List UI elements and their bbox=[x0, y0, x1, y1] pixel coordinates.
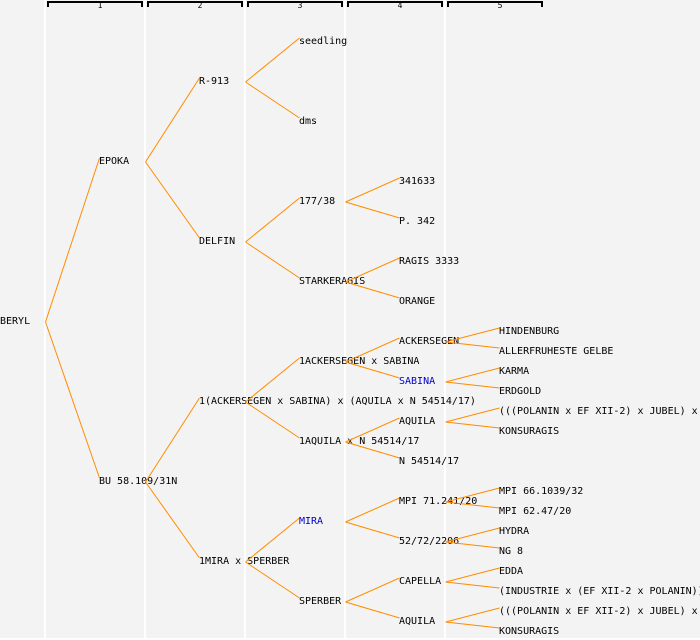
generation-label: 4 bbox=[397, 1, 403, 10]
parent-edge bbox=[445, 621, 500, 629]
parent-edge bbox=[345, 497, 400, 523]
ancestor-node[interactable]: EPOKA bbox=[99, 156, 130, 167]
parent-edge bbox=[245, 197, 300, 243]
ancestor-node[interactable]: ERDGOLD bbox=[499, 386, 542, 397]
ancestor-node[interactable]: AQUILA bbox=[399, 416, 436, 427]
ancestor-node[interactable]: dms bbox=[299, 116, 318, 127]
parent-edge bbox=[445, 421, 500, 429]
ancestor-node[interactable]: BU 58.109/31N bbox=[99, 476, 178, 487]
parent-edge bbox=[245, 81, 300, 119]
generation-header-4 bbox=[347, 1, 443, 7]
ancestor-node[interactable]: KONSURAGIS bbox=[499, 626, 560, 637]
root-node[interactable]: BERYL bbox=[0, 316, 31, 327]
ancestor-node[interactable]: MIRA bbox=[299, 516, 324, 527]
ancestor-node[interactable]: KARMA bbox=[499, 366, 530, 377]
generation-label: 1 bbox=[97, 1, 103, 10]
ancestor-node[interactable]: (INDUSTRIE x (EF XII-2 x POLANIN)) bbox=[499, 586, 700, 597]
parent-edge bbox=[345, 177, 400, 203]
ancestor-node[interactable]: DELFIN bbox=[199, 236, 236, 247]
ancestor-node[interactable]: ALLERFRUHESTE GELBE bbox=[499, 346, 614, 357]
column-separator bbox=[244, 0, 246, 638]
parent-edge bbox=[145, 397, 200, 483]
generation-header-2 bbox=[147, 1, 243, 7]
parent-edge bbox=[445, 367, 500, 383]
generation-header-3 bbox=[247, 1, 343, 7]
parent-edge bbox=[345, 577, 400, 603]
ancestor-node[interactable]: HYDRA bbox=[499, 526, 530, 537]
ancestor-node[interactable]: 1MIRA x SPERBER bbox=[199, 556, 290, 567]
parent-edge bbox=[445, 567, 500, 583]
column-separator bbox=[44, 0, 46, 638]
ancestor-node[interactable]: 52/72/2206 bbox=[399, 536, 460, 547]
ancestor-node[interactable]: SABINA bbox=[399, 376, 436, 387]
ancestor-node[interactable]: 341633 bbox=[399, 176, 436, 187]
ancestor-node[interactable]: R-913 bbox=[199, 76, 230, 87]
parent-edge bbox=[245, 241, 300, 279]
ancestor-node[interactable]: 177/38 bbox=[299, 196, 336, 207]
parent-edge bbox=[145, 481, 200, 559]
ancestor-node[interactable]: EDDA bbox=[499, 566, 524, 577]
parent-edge bbox=[445, 581, 500, 589]
parent-edge bbox=[145, 161, 200, 239]
parent-edge bbox=[445, 381, 500, 389]
parent-edge bbox=[445, 407, 500, 423]
parent-edge bbox=[145, 77, 200, 163]
generation-label: 3 bbox=[297, 1, 303, 10]
generation-label: 5 bbox=[497, 1, 503, 10]
generation-label: 2 bbox=[197, 1, 203, 10]
ancestor-node[interactable]: (((POLANIN x EF XII-2) x JUBEL) x bbox=[499, 406, 698, 417]
ancestor-node[interactable]: HINDENBURG bbox=[499, 326, 560, 337]
column-separator bbox=[444, 0, 446, 638]
parent-edge bbox=[345, 521, 400, 539]
ancestor-node[interactable]: ACKERSEGEN bbox=[399, 336, 460, 347]
ancestor-node[interactable]: (((POLANIN x EF XII-2) x JUBEL) x bbox=[499, 606, 698, 617]
ancestor-node[interactable]: RAGIS 3333 bbox=[399, 256, 460, 267]
ancestor-node[interactable]: ORANGE bbox=[399, 296, 436, 307]
column-separator bbox=[144, 0, 146, 638]
parent-edge bbox=[45, 157, 100, 323]
ancestor-node[interactable]: 1(ACKERSEGEN x SABINA) x (AQUILA x N 545… bbox=[199, 396, 476, 407]
ancestor-node[interactable]: MPI 62.47/20 bbox=[499, 506, 572, 517]
parent-edge bbox=[345, 601, 400, 619]
parent-edge bbox=[45, 321, 100, 479]
generation-header-1 bbox=[47, 1, 143, 7]
ancestor-node[interactable]: KONSURAGIS bbox=[499, 426, 560, 437]
parent-edge bbox=[245, 37, 300, 83]
ancestor-node[interactable]: 1AQUILA x N 54514/17 bbox=[299, 436, 420, 447]
ancestor-node[interactable]: AQUILA bbox=[399, 616, 436, 627]
ancestor-node[interactable]: NG 8 bbox=[499, 546, 524, 557]
ancestor-node[interactable]: 1ACKERSEGEN x SABINA bbox=[299, 356, 420, 367]
ancestor-node[interactable]: seedling bbox=[299, 36, 348, 47]
column-separator bbox=[344, 0, 346, 638]
ancestor-node[interactable]: N 54514/17 bbox=[399, 456, 460, 467]
generation-header-5 bbox=[447, 1, 543, 7]
parent-edge bbox=[345, 201, 400, 219]
ancestor-node[interactable]: MPI 71.241/20 bbox=[399, 496, 478, 507]
ancestor-node[interactable]: SPERBER bbox=[299, 596, 342, 607]
parent-edge bbox=[445, 607, 500, 623]
ancestor-node[interactable]: STARKERAGIS bbox=[299, 276, 366, 287]
ancestor-node[interactable]: CAPELLA bbox=[399, 576, 442, 587]
ancestor-node[interactable]: MPI 66.1039/32 bbox=[499, 486, 584, 497]
ancestor-node[interactable]: P. 342 bbox=[399, 216, 436, 227]
